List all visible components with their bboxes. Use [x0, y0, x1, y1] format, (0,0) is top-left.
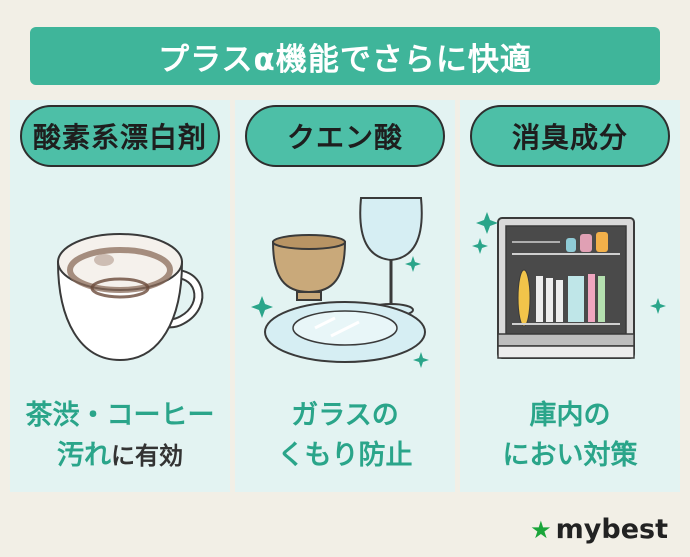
- caption-line-1: 庫内の: [529, 400, 611, 431]
- logo-text: mybest: [555, 514, 668, 545]
- stained-cup-icon: [56, 233, 204, 362]
- caption-line-1: ガラスの: [291, 400, 399, 431]
- feature-caption: 庫内の におい対策: [460, 396, 680, 476]
- feature-label-pill: クエン酸: [245, 105, 445, 167]
- feature-label: 酸素系漂白剤: [32, 121, 207, 154]
- caption-line-2: くもり防止: [235, 436, 455, 476]
- caption-line-2: におい対策: [460, 436, 680, 476]
- star-icon: ★: [530, 515, 552, 544]
- glassware-icon: [251, 197, 429, 368]
- feature-label-pill: 酸素系漂白剤: [20, 105, 220, 167]
- caption-accent: くもり防止: [277, 440, 413, 471]
- caption-rest: に有効: [111, 442, 183, 470]
- feature-panel-bleach: 酸素系漂白剤 茶渋・コーヒー 汚れに有効: [10, 100, 230, 492]
- mybest-logo: ★ mybest: [530, 514, 668, 545]
- feature-label-pill: 消臭成分: [470, 105, 670, 167]
- feature-panels: 酸素系漂白剤 茶渋・コーヒー 汚れに有効 クエン酸: [10, 100, 680, 492]
- feature-label: クエン酸: [286, 121, 403, 154]
- feature-label: 消臭成分: [511, 121, 628, 154]
- caption-line-1: 茶渋・コーヒー: [25, 400, 215, 431]
- caption-accent: 汚れ: [57, 440, 111, 471]
- feature-caption: ガラスの くもり防止: [235, 396, 455, 476]
- feature-caption: 茶渋・コーヒー 汚れに有効: [10, 396, 230, 476]
- feature-panel-citric-acid: クエン酸 ガラスの くもり防止: [235, 100, 455, 492]
- caption-accent: におい対策: [502, 440, 638, 471]
- page-title: プラスα機能でさらに快適: [158, 41, 532, 78]
- title-banner: プラスα機能でさらに快適: [30, 27, 660, 85]
- caption-line-2: 汚れに有効: [10, 436, 230, 476]
- dishwasher-icon: [472, 212, 666, 359]
- feature-panel-deodorant: 消臭成分: [460, 100, 680, 492]
